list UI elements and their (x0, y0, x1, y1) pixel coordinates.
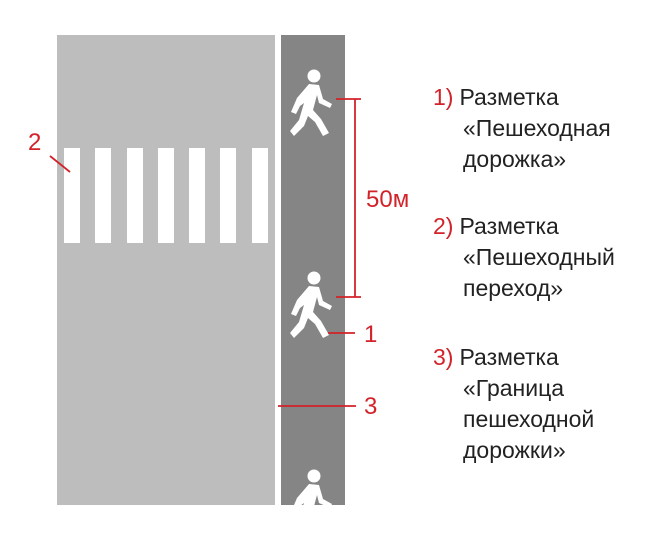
legend-line: пешеходной (463, 406, 595, 432)
legend-line: Разметка (459, 344, 559, 370)
zebra-stripe (220, 148, 236, 243)
zebra-stripe (158, 148, 174, 243)
legend-line: «Пешеходный (463, 244, 615, 270)
road-surface (57, 35, 275, 505)
pedestrian-crossing (64, 148, 268, 243)
callout-marker-2: 2 (28, 129, 41, 156)
callout-leader-2 (49, 155, 71, 173)
legend-number: 2) (433, 213, 454, 239)
zebra-stripe (64, 148, 80, 243)
legend-line: дорожки» (463, 437, 566, 463)
legend-number: 1) (433, 84, 454, 110)
distance-label: 50м (366, 186, 409, 213)
callout-marker-1: 1 (364, 321, 377, 348)
callout-marker-3: 3 (364, 393, 377, 420)
legend-item-boundary-marking: 3)Разметка «Граница пешеходной дорожки» (433, 342, 594, 466)
legend-line: дорожка» (463, 146, 567, 172)
zebra-stripe (252, 148, 268, 243)
zebra-stripe (127, 148, 143, 243)
legend-line: Разметка (459, 84, 559, 110)
legend-line: «Пешеходная (463, 115, 611, 141)
zebra-stripe (95, 148, 111, 243)
zebra-stripe (189, 148, 205, 243)
legend-line: Разметка (459, 213, 559, 239)
legend-number: 3) (433, 344, 454, 370)
legend-item-crossing-marking: 2)Разметка «Пешеходный переход» (433, 211, 615, 304)
legend-line: переход» (463, 275, 564, 301)
distance-dimension (336, 98, 361, 298)
legend-line: «Граница (463, 375, 565, 401)
boundary-line (275, 35, 281, 505)
legend-item-footpath-marking: 1)Разметка «Пешеходная дорожка» (433, 82, 611, 175)
